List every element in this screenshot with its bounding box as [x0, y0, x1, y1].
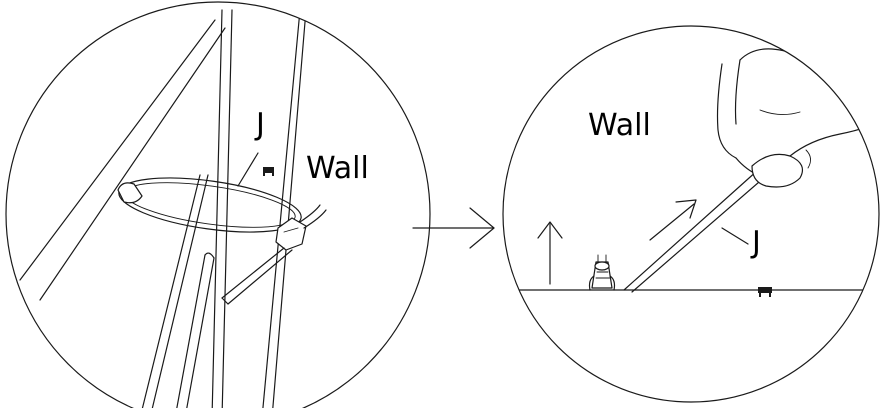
right-detail-circle: [502, 25, 880, 403]
pole-line-left: [211, 9, 223, 408]
tie-tail-upper-2: [303, 209, 327, 229]
hand-crease: [805, 149, 811, 169]
arrow-head: [469, 207, 495, 249]
right-detail-content: Wall J: [503, 48, 879, 297]
left-detail-content: J Wall: [19, 9, 369, 408]
j-leader-line-right: [721, 227, 749, 245]
pull-arrow-shaft: [649, 203, 695, 241]
cable-tie-loop-inner: [124, 182, 296, 228]
panel-edge-outer: [19, 19, 216, 281]
bracket-line-1: [139, 174, 201, 408]
hand-finger-1: [716, 63, 737, 159]
bracket-line-2: [149, 174, 209, 408]
cable-tie-head: [275, 217, 307, 251]
tie-head-base: [588, 254, 616, 291]
tie-strap-edge-2: [631, 175, 767, 293]
hand-illustration: [716, 48, 879, 188]
wall-clip-icon: [263, 167, 274, 176]
tie-strap-edge-1: [623, 169, 759, 291]
tie-tail-lower-1: [221, 247, 285, 299]
left-detail-view: J Wall: [5, 1, 431, 408]
tie-tail-lower-2: [227, 249, 293, 305]
left-label-wall: Wall: [306, 151, 369, 186]
tie-tail-lower-end: [221, 297, 229, 305]
loop-clip-left: [117, 182, 143, 204]
base-clip-icon: [758, 287, 772, 297]
bracket-notch: [204, 252, 215, 259]
right-label-wall: Wall: [588, 108, 651, 143]
hand-back-lower: [789, 119, 879, 157]
right-label-j: J: [750, 225, 761, 260]
left-detail-circle: [5, 1, 431, 408]
right-detail-view: Wall J: [502, 25, 880, 403]
transition-arrow: [412, 207, 495, 249]
hand-finger-2: [734, 59, 741, 125]
hand-thumb: [751, 153, 803, 188]
pull-arrow-head: [675, 199, 697, 219]
bracket-line-4: [184, 257, 215, 408]
pole-line-right: [221, 9, 233, 408]
hand-back-upper: [739, 48, 879, 67]
panel-edge-inner: [39, 27, 226, 301]
up-arrow-head: [537, 221, 563, 239]
tie-tail-upper-1: [299, 204, 321, 223]
wall-edge-line-2: [271, 9, 307, 408]
j-leader-line-left: [237, 152, 259, 187]
wall-edge-line-1: [261, 9, 301, 408]
cable-tie-loop-outer: [118, 177, 302, 233]
left-label-j: J: [254, 107, 265, 142]
cable-tie-head-detail: [283, 227, 299, 233]
bracket-line-3: [174, 254, 206, 408]
hand-knuckle-line: [759, 109, 801, 115]
